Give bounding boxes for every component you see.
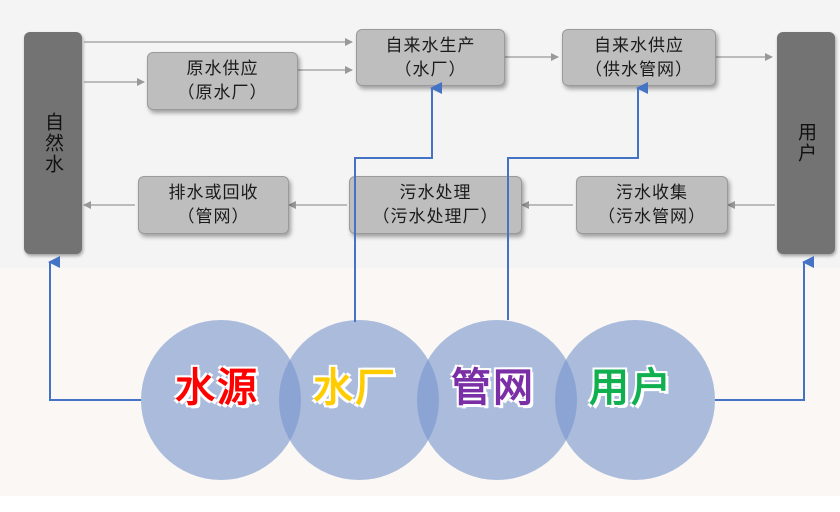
raw-water-supply-title: 原水供应 bbox=[186, 59, 259, 79]
tap-water-production-box: 自来水生产 （水厂） bbox=[356, 29, 505, 86]
stage-circle-pipe-network bbox=[417, 320, 577, 480]
tap-water-production-subtitle: （水厂） bbox=[394, 59, 467, 80]
tap-water-supply-box: 自来水供应 （供水管网） bbox=[562, 29, 716, 86]
circle-label-user: 用户 bbox=[589, 365, 673, 411]
natural-water-label: 自然水 bbox=[42, 111, 64, 175]
user-node: 用户 bbox=[777, 32, 835, 254]
user-label: 用户 bbox=[795, 122, 817, 164]
stage-circle-water-source bbox=[141, 320, 301, 480]
sewage-treatment-subtitle: （污水处理厂） bbox=[372, 207, 499, 227]
connector-source-to-nature bbox=[48, 256, 141, 401]
stage-circle-water-plant bbox=[279, 320, 439, 480]
raw-water-supply-box: 原水供应 （原水厂） bbox=[147, 52, 298, 110]
sewage-treatment-title: 污水处理 bbox=[399, 183, 472, 203]
circle-label-water-source: 水源 bbox=[175, 365, 259, 411]
raw-water-supply-subtitle: （原水厂） bbox=[177, 83, 268, 103]
tap-water-supply-subtitle: （供水管网） bbox=[585, 59, 693, 80]
drainage-recovery-subtitle: （管网） bbox=[177, 207, 250, 227]
drainage-recovery-title: 排水或回收 bbox=[168, 183, 259, 203]
sewage-collection-box: 污水收集 （污水管网） bbox=[576, 176, 728, 234]
circle-label-pipe-network: 管网 bbox=[451, 365, 535, 411]
tap-water-production-title: 自来水生产 bbox=[385, 35, 476, 56]
connector-user-circle-to-user bbox=[715, 256, 814, 401]
stage-circle-user bbox=[555, 320, 715, 480]
connector-network-to-collection-and-supply bbox=[507, 82, 648, 320]
tap-water-supply-title: 自来水供应 bbox=[594, 35, 684, 56]
sewage-treatment-box: 污水处理 （污水处理厂） bbox=[349, 176, 522, 234]
sewage-collection-title: 污水收集 bbox=[616, 183, 688, 203]
sewage-collection-subtitle: （污水管网） bbox=[598, 207, 706, 227]
circle-label-water-plant: 水厂 bbox=[313, 365, 397, 411]
drainage-recovery-box: 排水或回收 （管网） bbox=[138, 176, 289, 234]
natural-water-node: 自然水 bbox=[24, 32, 82, 254]
connector-plant-to-treatment-and-production bbox=[354, 82, 442, 322]
